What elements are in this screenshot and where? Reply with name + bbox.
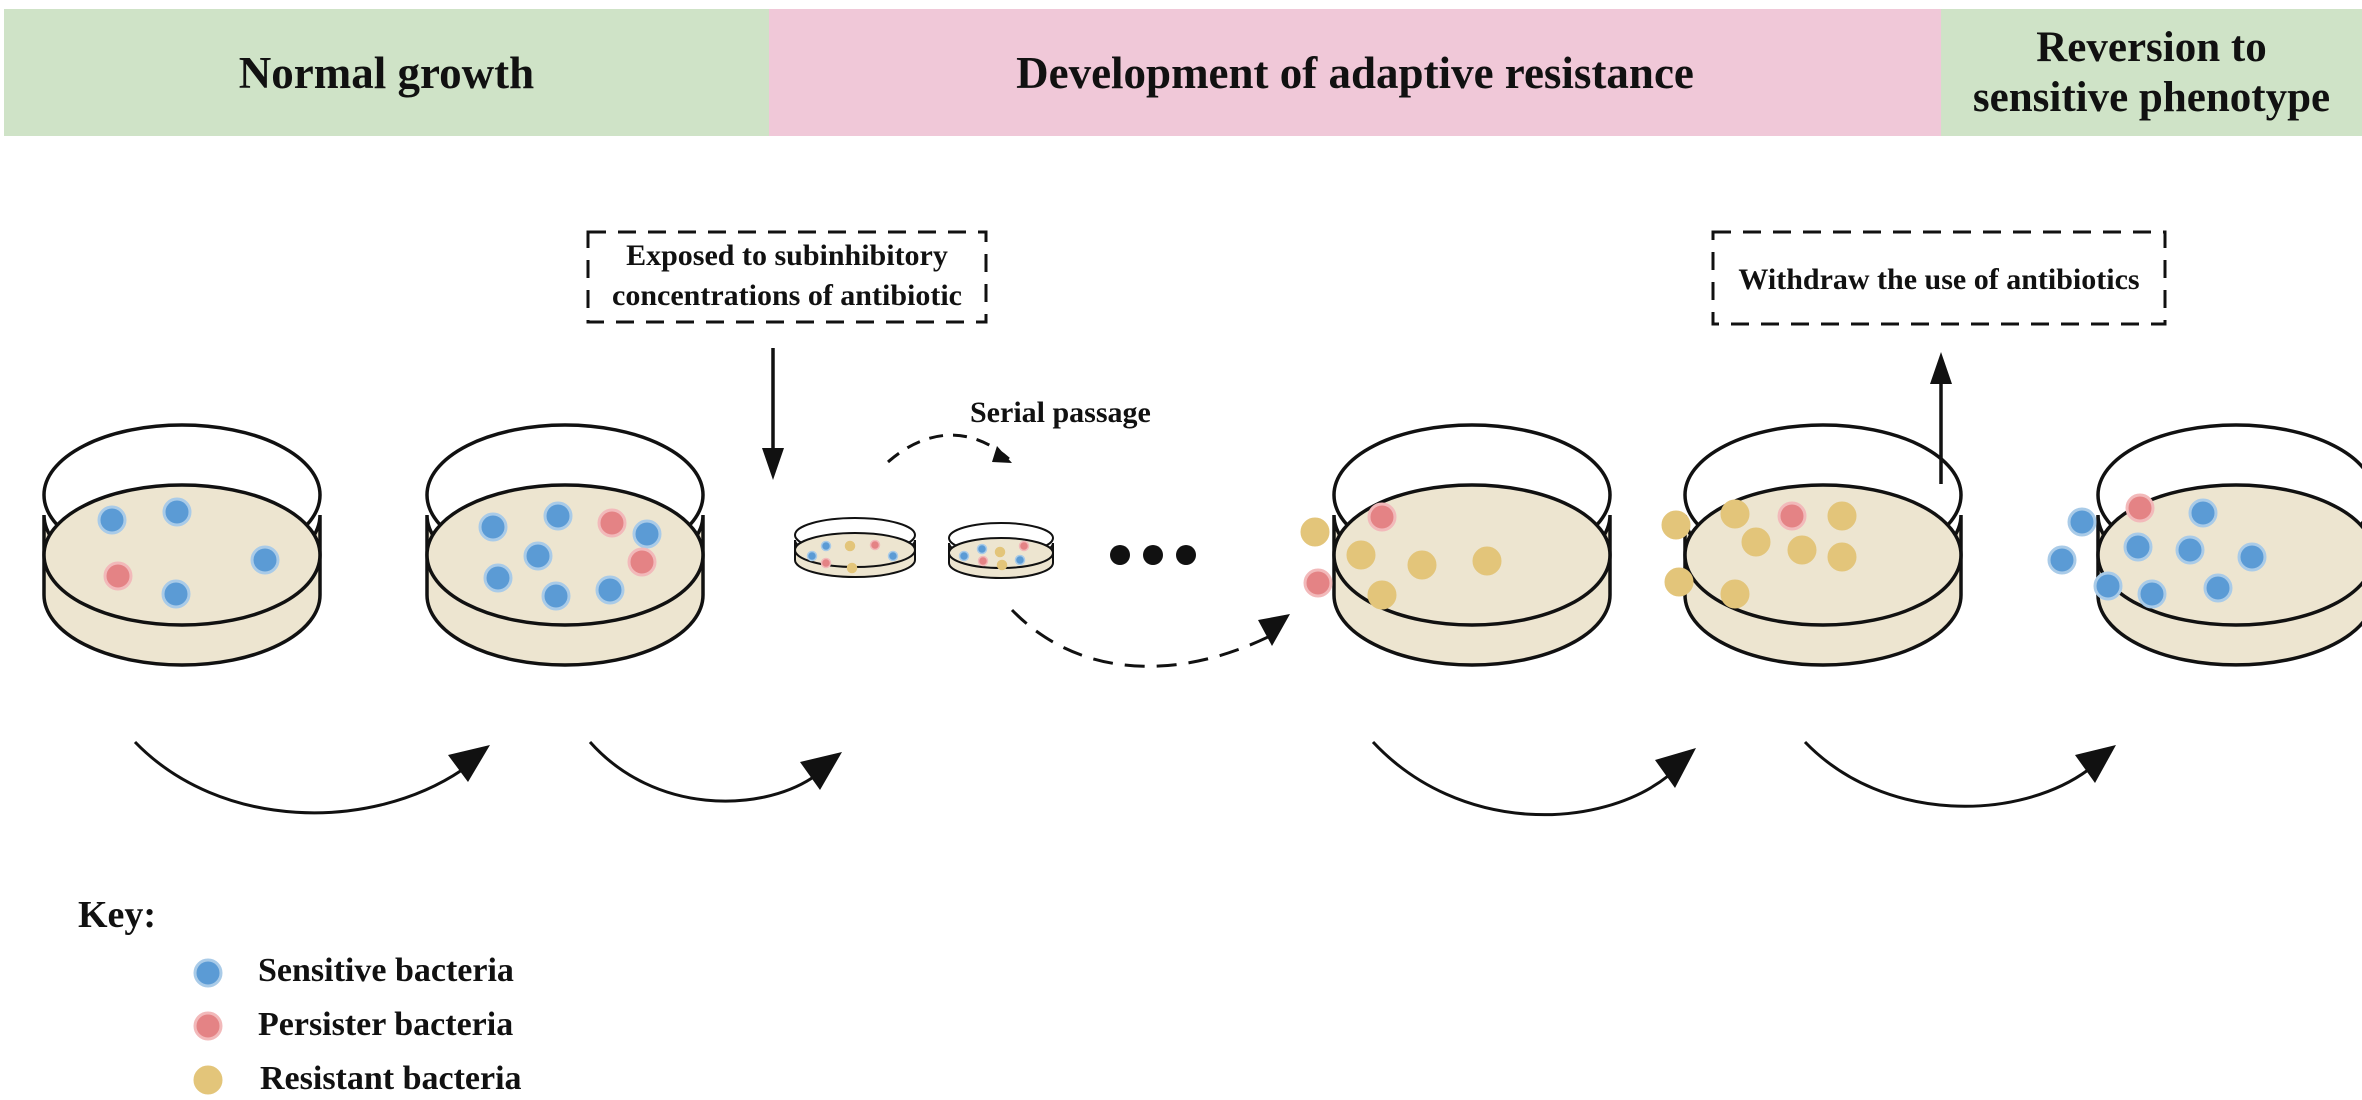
withdraw-box-text: Withdraw the use of antibiotics xyxy=(1713,260,2165,300)
key-label-sensitive: Sensitive bacteria xyxy=(258,952,514,989)
persister-bacterium xyxy=(103,561,133,591)
sensitive-bacterium xyxy=(2237,542,2267,572)
sensitive-bacterium xyxy=(161,579,191,609)
sensitive-bacterium xyxy=(478,512,508,542)
sensitive-bacterium xyxy=(958,550,970,562)
dish-3-surface xyxy=(1332,483,1612,627)
key-title: Key: xyxy=(78,894,157,936)
dish-2 xyxy=(425,423,705,667)
dish-4 xyxy=(1661,423,1963,667)
sensitive-bacterium xyxy=(2067,507,2097,537)
key-dot-sensitive xyxy=(193,958,223,988)
petri-dishes xyxy=(42,423,2362,667)
key-label-resistant: Resistant bacteria xyxy=(260,1060,522,1097)
banner-normal-growth: Normal growth xyxy=(4,9,769,136)
banner-adaptive-resistance-label: Development of adaptive resistance xyxy=(1016,47,1694,98)
persister-bacterium xyxy=(1018,540,1030,552)
growth-arrow-4 xyxy=(1803,740,2116,808)
growth-arrow-1 xyxy=(133,740,490,815)
sensitive-bacterium xyxy=(976,543,988,555)
sensitive-bacterium xyxy=(2093,571,2123,601)
serial-passage-arrow-top xyxy=(887,433,1012,464)
sensitive-bacterium xyxy=(887,550,899,562)
arrow-up-withdraw xyxy=(1930,352,1952,484)
sensitive-bacterium xyxy=(820,540,832,552)
sensitive-bacterium xyxy=(162,497,192,527)
small-dish-1-surface xyxy=(794,532,916,568)
growth-arrow-2 xyxy=(588,741,842,803)
serial-passage-label: Serial passage xyxy=(970,396,1151,429)
sensitive-bacterium xyxy=(2137,579,2167,609)
resistant-bacterium xyxy=(1661,510,1691,540)
key-dot-persister xyxy=(193,1011,223,1041)
persister-bacterium xyxy=(1303,568,1333,598)
growth-arrow-3 xyxy=(1371,740,1696,817)
sensitive-bacterium xyxy=(1014,554,1026,566)
dish-4-surface xyxy=(1683,483,1963,627)
ellipsis-dots xyxy=(1110,545,1196,565)
persister-bacterium xyxy=(597,508,627,538)
sensitive-bacterium xyxy=(2188,498,2218,528)
sensitive-bacterium xyxy=(250,545,280,575)
persister-bacterium xyxy=(820,557,832,569)
banner-reversion-line-2: sensitive phenotype xyxy=(1972,73,2331,121)
exposure-box-text: Exposed to subinhibitory concentrations … xyxy=(588,236,986,316)
sensitive-bacterium xyxy=(97,505,127,535)
persister-bacterium xyxy=(977,555,989,567)
exposure-line-1: Exposed to subinhibitory xyxy=(626,239,948,272)
exposure-line-2: concentrations of antibiotic xyxy=(612,279,962,312)
sensitive-bacterium xyxy=(2123,532,2153,562)
small-dish-2 xyxy=(948,522,1054,579)
banner-reversion-line-1: Reversion to xyxy=(2036,23,2267,71)
resistant-bacterium xyxy=(1407,550,1437,580)
small-dish-1 xyxy=(794,517,916,578)
sensitive-bacterium xyxy=(483,563,513,593)
sensitive-bacterium xyxy=(543,501,573,531)
serial-passage-arrow-bottom xyxy=(1010,608,1290,668)
resistant-bacterium xyxy=(996,559,1008,571)
sensitive-bacterium xyxy=(2047,545,2077,575)
withdraw-box xyxy=(1711,230,2167,326)
sensitive-bacterium xyxy=(2203,573,2233,603)
resistant-bacterium xyxy=(1741,527,1771,557)
resistant-bacterium xyxy=(1787,535,1817,565)
key-dot-resistant xyxy=(193,1065,223,1095)
resistant-bacterium xyxy=(1827,542,1857,572)
dish-1 xyxy=(42,423,322,667)
banner-reversion: Reversion to sensitive phenotype xyxy=(1941,9,2362,136)
key-dots xyxy=(193,958,223,1095)
resistant-bacterium xyxy=(1664,567,1694,597)
resistant-bacterium xyxy=(1472,546,1502,576)
dish-5 xyxy=(2047,423,2362,667)
resistant-bacterium xyxy=(1346,540,1376,570)
resistant-bacterium xyxy=(1720,579,1750,609)
persister-bacterium xyxy=(1367,502,1397,532)
banner-normal-growth-label: Normal growth xyxy=(238,47,535,98)
resistant-bacterium xyxy=(994,546,1006,558)
key-label-persister: Persister bacteria xyxy=(258,1006,514,1043)
persister-bacterium xyxy=(627,547,657,577)
persister-bacterium xyxy=(869,539,881,551)
sensitive-bacterium xyxy=(523,541,553,571)
sensitive-bacterium xyxy=(2175,535,2205,565)
sensitive-bacterium xyxy=(806,550,818,562)
resistant-bacterium xyxy=(1367,580,1397,610)
resistant-bacterium xyxy=(1720,499,1750,529)
resistant-bacterium xyxy=(844,540,856,552)
sensitive-bacterium xyxy=(595,575,625,605)
exposure-box xyxy=(586,230,988,324)
resistant-bacterium xyxy=(1300,517,1330,547)
resistant-bacterium xyxy=(1827,501,1857,531)
sensitive-bacterium xyxy=(541,581,571,611)
sensitive-bacterium xyxy=(632,519,662,549)
resistant-bacterium xyxy=(846,562,858,574)
withdraw-line: Withdraw the use of antibiotics xyxy=(1738,263,2140,296)
dish-3 xyxy=(1300,423,1612,667)
persister-bacterium xyxy=(2125,493,2155,523)
banner-adaptive-resistance: Development of adaptive resistance xyxy=(769,9,1941,136)
persister-bacterium xyxy=(1777,501,1807,531)
arrow-down-exposure xyxy=(762,348,784,480)
